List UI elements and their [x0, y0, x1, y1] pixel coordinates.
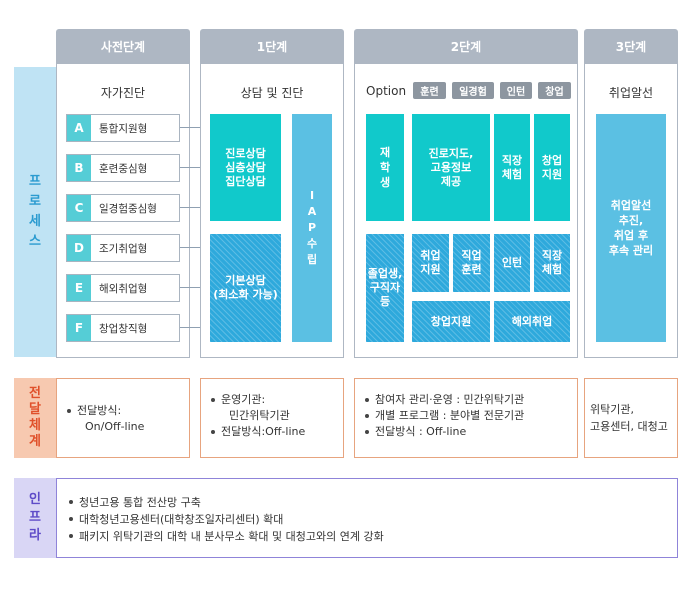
- type-item-b: B 훈련중심형: [66, 154, 180, 182]
- consult-basic-box: 기본상담 (최소화 가능): [210, 234, 281, 342]
- type-label: 훈련중심형: [99, 162, 148, 175]
- connector-line: [180, 127, 210, 128]
- type-letter: E: [67, 275, 91, 301]
- job-training-box: 직업 훈련: [453, 234, 490, 292]
- type-item-f: F 창업창직형: [66, 314, 180, 342]
- iap-box: I A P 수 립: [292, 114, 332, 342]
- delivery-text: 참여자 관리·운영 : 민간위탁기관: [363, 392, 577, 408]
- option-tag-work-experience: 일경험: [452, 82, 494, 99]
- intern-box: 인턴: [494, 234, 530, 292]
- startup-support-box: 창업지원: [412, 301, 490, 342]
- job-support-box: 취업 지원: [412, 234, 449, 292]
- delivery-text: 개별 프로그램 : 분야별 전문기관: [363, 408, 577, 424]
- type-item-e: E 해외취업형: [66, 274, 180, 302]
- type-item-d: D 조기취업형: [66, 234, 180, 262]
- delivery-pre: 전달방식: On/Off-line: [56, 378, 190, 458]
- type-label: 창업창직형: [99, 322, 148, 335]
- delivery-text: On/Off-line: [85, 420, 145, 433]
- career-guidance-box: 진로지도, 고용정보 제공: [412, 114, 490, 221]
- option-label: Option: [366, 84, 407, 98]
- consult-title: 상담 및 진단: [240, 86, 304, 100]
- type-label: 일경험중심형: [99, 202, 157, 215]
- delivery-text: 전달방식 : Off-line: [363, 424, 577, 440]
- type-letter: F: [67, 315, 91, 341]
- student-box: 재 학 생: [366, 114, 404, 221]
- section-label-delivery: 전 달 체 계: [14, 378, 56, 458]
- connector-line: [180, 327, 210, 328]
- option-tag-intern: 인턴: [500, 82, 532, 99]
- delivery-stage1: 운영기관: 민간위탁기관 전달방식:Off-line: [200, 378, 344, 458]
- infra-item: 청년고용 통합 전산망 구축: [67, 494, 677, 511]
- placement-title: 취업알선: [608, 86, 654, 100]
- type-letter: D: [67, 235, 91, 261]
- delivery-text: 전달방식:: [65, 403, 189, 419]
- type-item-a: A 통합지원형: [66, 114, 180, 142]
- infra-item: 패키지 위탁기관의 대학 내 분사무소 확대 및 대청고와의 연계 강화: [67, 528, 677, 545]
- graduates-box: 졸업생, 구직자 등: [366, 234, 404, 342]
- stage-header-pre: 사전단계: [56, 29, 190, 63]
- connector-line: [180, 207, 210, 208]
- section-label-process: 프 로 세 스: [14, 67, 56, 357]
- work-experience-box: 직장 체험: [494, 114, 530, 221]
- option-tag-training: 훈련: [413, 82, 446, 99]
- type-letter: C: [67, 195, 91, 221]
- consult-intensive-box: 진로상담 심층상담 집단상담: [210, 114, 281, 221]
- overseas-job-box: 해외취업: [494, 301, 570, 342]
- work-experience-bottom-box: 직장 체험: [534, 234, 570, 292]
- connector-line: [180, 247, 210, 248]
- self-diagnosis-title: 자가진단: [100, 86, 146, 100]
- type-label: 조기취업형: [99, 242, 148, 255]
- delivery-stage3: 위탁기관, 고용센터, 대청고: [584, 378, 678, 458]
- delivery-text: 위탁기관,: [590, 403, 634, 416]
- type-label: 통합지원형: [99, 122, 148, 135]
- delivery-stage2: 참여자 관리·운영 : 민간위탁기관 개별 프로그램 : 분야별 전문기관 전달…: [354, 378, 578, 458]
- infra-box: 청년고용 통합 전산망 구축 대학청년고용센터(대학창조일자리센터) 확대 패키…: [56, 478, 678, 558]
- delivery-text: 운영기관:: [209, 392, 343, 408]
- stage-header-2: 2단계: [354, 29, 578, 63]
- delivery-text: 전달방식:Off-line: [209, 424, 343, 440]
- stage-header-3: 3단계: [584, 29, 678, 63]
- connector-line: [180, 287, 210, 288]
- startup-support-top-box: 창업 지원: [534, 114, 570, 221]
- type-letter: B: [67, 155, 91, 181]
- delivery-text: 고용센터, 대청고: [590, 420, 668, 433]
- delivery-text: 민간위탁기관: [229, 409, 290, 422]
- type-letter: A: [67, 115, 91, 141]
- infra-item: 대학청년고용센터(대학창조일자리센터) 확대: [67, 511, 677, 528]
- stage-header-1: 1단계: [200, 29, 344, 63]
- connector-line: [180, 167, 210, 168]
- type-item-c: C 일경험중심형: [66, 194, 180, 222]
- section-label-infra: 인 프 라: [14, 478, 56, 558]
- type-label: 해외취업형: [99, 282, 148, 295]
- placement-box: 취업알선 추진, 취업 후 후속 관리: [596, 114, 666, 342]
- option-tag-startup: 창업: [538, 82, 571, 99]
